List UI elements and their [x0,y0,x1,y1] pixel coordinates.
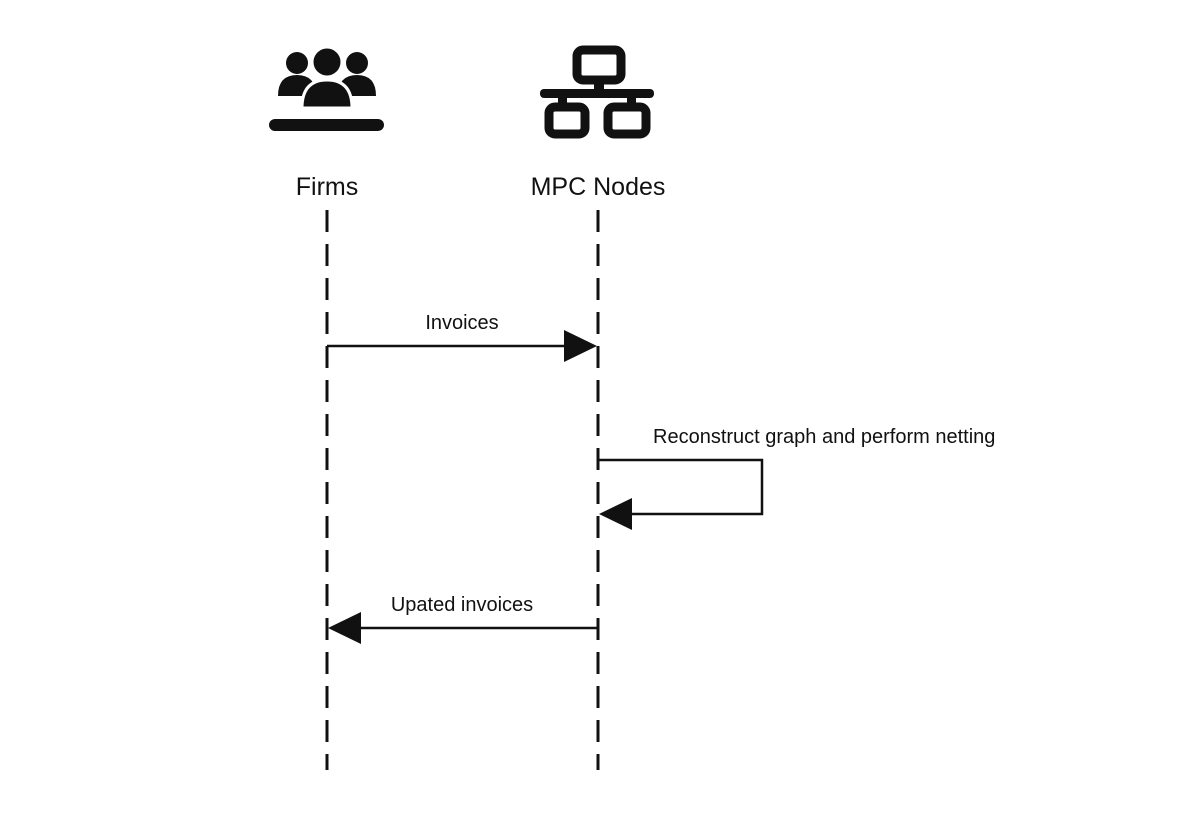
arrowhead-left-icon [599,498,632,530]
message-label-updated-invoices: Upated invoices [391,594,533,616]
self-message-arrow-reconstruct [598,458,764,530]
network-nodes-icon [540,45,654,139]
message-arrow-updated-invoices [328,612,598,644]
arrowhead-left-icon [328,612,361,644]
message-label-reconstruct: Reconstruct graph and perform netting [653,426,995,448]
participant-label-firms: Firms [296,173,358,201]
arrowhead-right-icon [564,330,597,362]
message-arrow-invoices [327,330,597,362]
message-label-invoices: Invoices [425,312,498,334]
participant-label-mpc-nodes: MPC Nodes [531,173,666,201]
people-group-icon [269,45,384,131]
